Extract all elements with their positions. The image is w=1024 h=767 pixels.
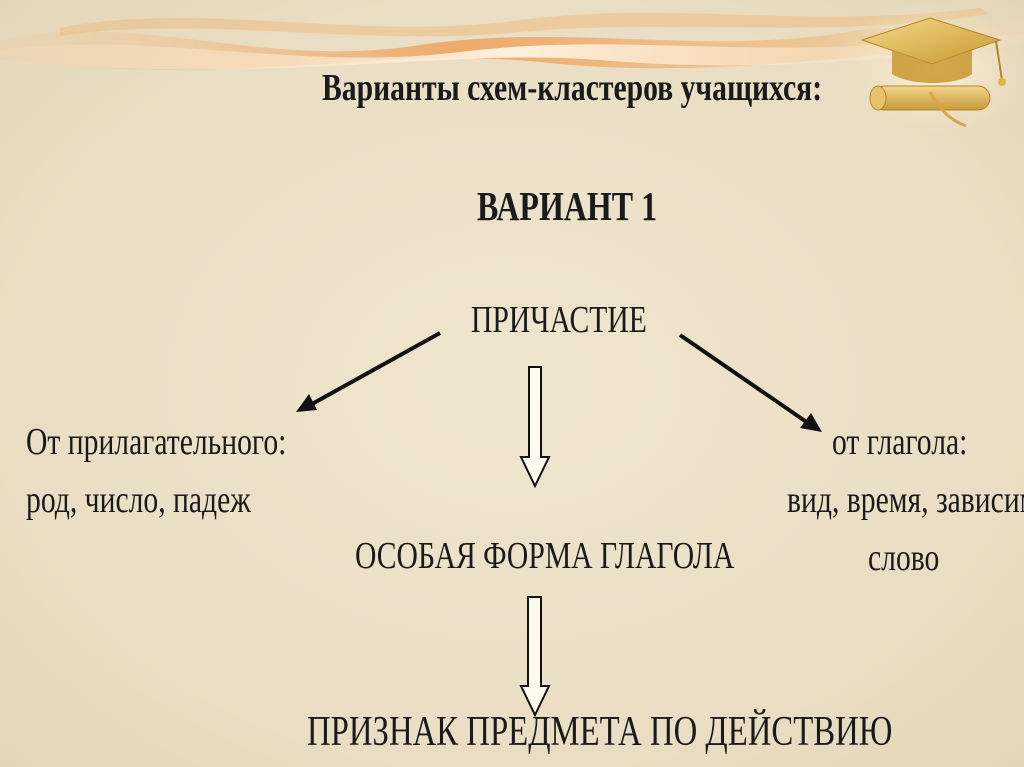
cluster-right-node-line1: от глагола: — [832, 421, 968, 463]
arrow-to-bottom-node — [519, 596, 551, 718]
arrow-to-right-node — [678, 333, 822, 432]
cluster-left-node-line1: От прилагательного: — [26, 421, 287, 463]
arrow-to-middle-node — [519, 366, 551, 489]
cluster-bottom-node: ПРИЗНАК ПРЕДМЕТА ПО ДЕЙСТВИЮ — [307, 709, 893, 755]
cluster-right-node-line3: слово — [868, 537, 940, 579]
graduation-cap-icon — [860, 17, 1006, 86]
slide-title: Варианты схем-кластеров учащихся: — [322, 67, 823, 109]
decorative-banner — [0, 0, 1024, 130]
cluster-right-node-line2: вид, время, зависимое — [787, 479, 1024, 521]
variant-heading: ВАРИАНТ 1 — [477, 183, 658, 229]
cluster-middle-node: ОСОБАЯ ФОРМА ГЛАГОЛА — [355, 535, 735, 577]
arrow-to-left-node — [296, 331, 441, 412]
cluster-root-node: ПРИЧАСТИЕ — [471, 299, 647, 341]
cluster-left-node-line2: род, число, падеж — [26, 479, 251, 521]
diploma-scroll-icon — [869, 85, 991, 128]
